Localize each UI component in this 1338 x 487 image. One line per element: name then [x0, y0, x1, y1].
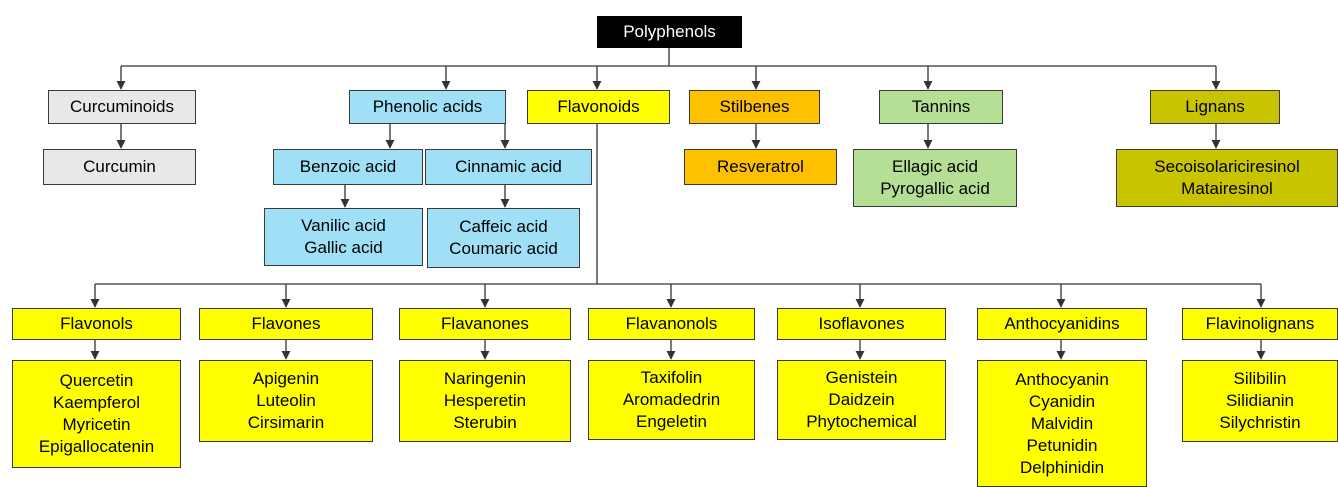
node-text-line: Flavanones: [441, 314, 529, 333]
node-text-line: Vanilic acid: [301, 216, 386, 235]
node-text-line: Kaempferol: [53, 393, 140, 412]
node-text-line: Flavones: [251, 314, 321, 333]
node-text-line: Anthocyanidins: [1004, 314, 1120, 333]
node-text-line: Secoisolariciresinol: [1154, 157, 1300, 176]
node-curcuminoids: Curcuminoids: [48, 90, 196, 124]
node-flavanonols: Flavanonols: [588, 308, 755, 340]
node-text-line: Quercetin: [59, 371, 134, 390]
node-text-line: Cinnamic acid: [455, 157, 562, 176]
node-text-line: Engeletin: [636, 412, 707, 431]
node-text-line: Phenolic acids: [372, 97, 483, 116]
node-text-line: Coumaric acid: [449, 239, 558, 258]
node-tannins: Tannins: [879, 90, 1003, 124]
node-benzoic-acid: Benzoic acid: [273, 149, 423, 185]
node-text-line: Tannins: [911, 97, 971, 116]
node-text-line: Epigallocatenin: [38, 437, 155, 456]
node-text-line: Myricetin: [62, 415, 131, 434]
node-flavones: Flavones: [199, 308, 373, 340]
node-text-line: Ellagic acid: [892, 157, 978, 176]
node-text-line: Benzoic acid: [299, 157, 397, 176]
node-text-line: Silychristin: [1219, 413, 1301, 432]
node-text-line: Petunidin: [1026, 435, 1098, 455]
node-resveratrol: Resveratrol: [684, 149, 837, 185]
node-text-line: Curcuminoids: [70, 97, 174, 116]
node-stilbenes: Stilbenes: [689, 90, 820, 124]
node-text-line: Matairesinol: [1181, 179, 1273, 198]
node-text-line: Isoflavones: [818, 314, 905, 333]
node-text-line: Taxifolin: [640, 368, 703, 387]
node-text-line: Phytochemical: [806, 412, 917, 431]
node-flavonols: Flavonols: [12, 308, 181, 340]
node-text-line: Flavinolignans: [1205, 314, 1315, 333]
node-text-line: Apigenin: [252, 369, 320, 388]
node-text-line: Aromadedrin: [622, 390, 721, 409]
node-text-line: Pyrogallic acid: [880, 179, 990, 198]
node-flavinolignans: Flavinolignans: [1182, 308, 1338, 340]
node-text-line: Sterubin: [453, 413, 517, 432]
node-text-line: Cyanidin: [1028, 391, 1096, 411]
node-text-line: Daidzein: [828, 390, 895, 409]
node-text-line: Flavanonols: [625, 314, 718, 333]
node-text-line: Naringenin: [443, 369, 527, 388]
node-text-line: Silibilin: [1233, 369, 1287, 388]
node-text-line: Flavonols: [60, 314, 133, 333]
node-text-line: Stilbenes: [719, 97, 790, 116]
node-cinnamic-acid: Cinnamic acid: [425, 149, 592, 185]
node-text-line: Hesperetin: [443, 391, 527, 410]
node-text-line: Genistein: [825, 368, 898, 387]
node-curcumin: Curcumin: [43, 149, 196, 185]
node-text-line: Silidianin: [1225, 391, 1295, 410]
node-text-line: Anthocyanin: [1015, 369, 1109, 389]
node-text-line: Luteolin: [256, 391, 316, 410]
node-phenolic-acids: Phenolic acids: [349, 90, 506, 124]
node-text-line: Resveratrol: [717, 157, 804, 176]
node-text-line: Cirsimarin: [247, 413, 325, 432]
node-text-line: Lignans: [1185, 97, 1245, 116]
node-flavonoids: Flavonoids: [527, 90, 670, 124]
node-anthocyanidins: Anthocyanidins: [977, 308, 1147, 340]
node-flavanones: Flavanones: [399, 308, 571, 340]
node-text-line: Delphinidin: [1019, 457, 1105, 477]
node-text-line: Malvidin: [1030, 413, 1094, 433]
node-polyphenols: Polyphenols: [597, 16, 742, 48]
node-lignans: Lignans: [1150, 90, 1280, 124]
node-text-line: Gallic acid: [304, 238, 383, 257]
node-text-line: Flavonoids: [557, 97, 640, 116]
node-text-line: Curcumin: [83, 157, 156, 176]
node-text-line: Polyphenols: [623, 22, 716, 41]
node-text-line: Caffeic acid: [459, 217, 548, 236]
node-isoflavones: Isoflavones: [777, 308, 946, 340]
